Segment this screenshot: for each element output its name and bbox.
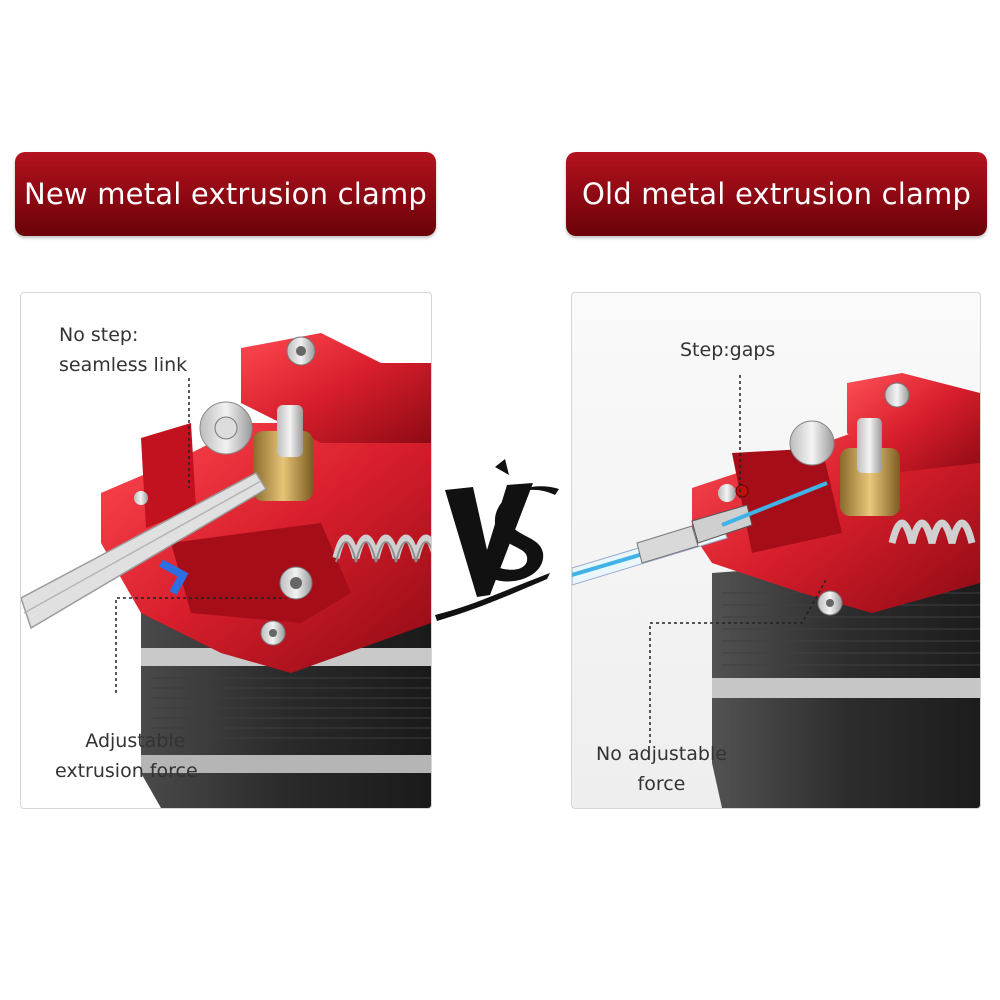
callout-leaders <box>115 378 286 693</box>
idler-bearing <box>789 420 835 466</box>
callout-line: force <box>637 773 686 795</box>
no-adjustable-force-callout: No adjustable force <box>596 739 727 799</box>
versus-text: VS <box>435 455 456 459</box>
callout-leaders <box>649 375 828 743</box>
versus-mark: VS <box>435 455 559 621</box>
old-extruder-illustration <box>572 373 980 808</box>
red-clamp <box>101 333 431 673</box>
adjustable-force-callout: Adjustable extrusion force <box>55 726 198 786</box>
new-clamp-title: New metal extrusion clamp <box>23 177 428 211</box>
filament-tube <box>572 481 828 586</box>
old-clamp-panel: Step:gaps No adjustable force <box>571 292 981 809</box>
new-clamp-title-banner: New metal extrusion clamp <box>15 152 436 236</box>
adjust-marker <box>159 559 189 595</box>
tension-spring <box>332 534 431 563</box>
callout-line: seamless link <box>59 354 188 376</box>
old-clamp-title: Old metal extrusion clamp <box>581 177 972 211</box>
callout-line: No adjustable <box>596 743 727 765</box>
stepper-motor <box>712 553 980 808</box>
callout-line: extrusion force <box>55 760 198 782</box>
callout-line: Adjustable <box>85 730 186 752</box>
drive-gear <box>840 448 900 516</box>
old-clamp-title-banner: Old metal extrusion clamp <box>566 152 987 236</box>
seamless-link-callout: No step: seamless link <box>59 320 187 380</box>
new-extruder-illustration <box>21 333 431 808</box>
callout-line: No step: <box>59 324 139 346</box>
filament-tube <box>21 472 268 630</box>
step-gaps-callout: Step:gaps <box>680 335 775 365</box>
tension-spring <box>888 519 976 544</box>
new-clamp-panel: No step: seamless link Adjustable extrus… <box>20 292 432 809</box>
callout-line: Step:gaps <box>680 339 776 361</box>
